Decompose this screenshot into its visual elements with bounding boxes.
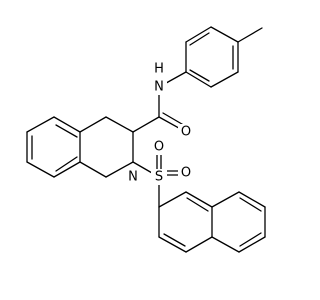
carbonyl-oxygen-label: O — [181, 125, 191, 140]
ring-nitrogen-label: N — [128, 170, 138, 185]
structure-canvas: N H O N S O O — [26, 26, 266, 253]
amide-nitrogen-label: N — [154, 80, 164, 95]
sulfonyl-oxygen-right-label: O — [181, 166, 191, 181]
atom-label-layer: N H O N S O O — [125, 62, 194, 185]
sulfur-label: S — [155, 170, 163, 185]
bond-layer — [26, 26, 266, 253]
thiq-bonds — [26, 116, 134, 178]
amide-hydrogen-label: H — [154, 62, 164, 77]
amide-nh-label: N H — [151, 62, 167, 95]
tolyl-ring — [185, 26, 239, 88]
methyl-bond — [237, 27, 263, 43]
naphthalene-bonds — [158, 191, 266, 253]
sulfonyl-oxygen-top-label: O — [154, 140, 164, 155]
